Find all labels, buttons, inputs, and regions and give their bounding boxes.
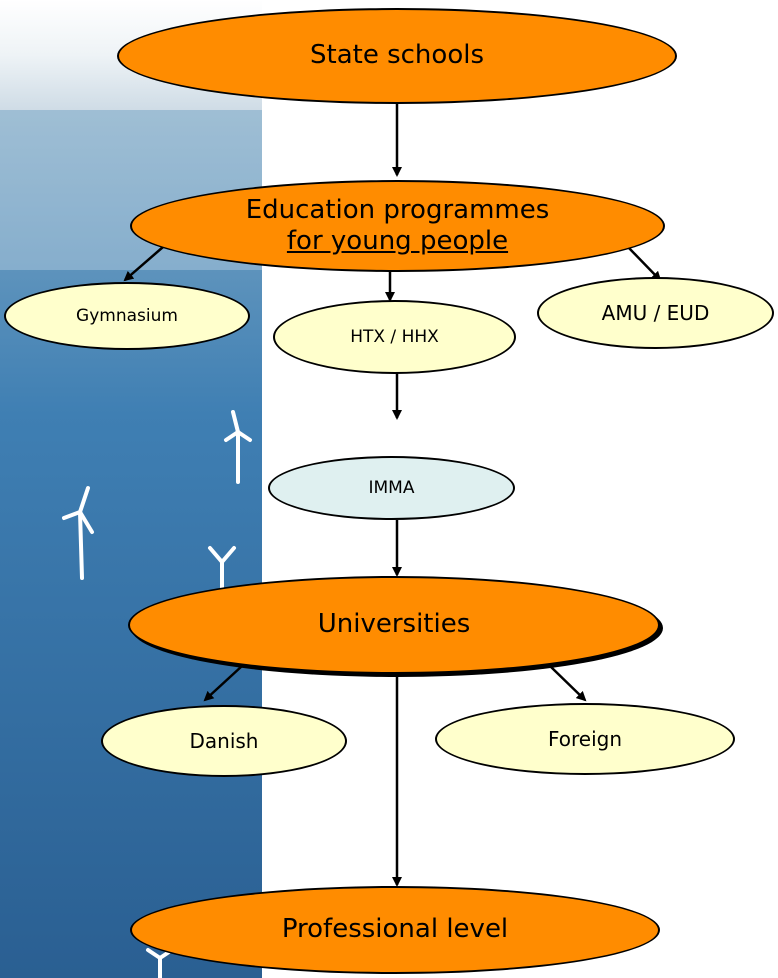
node-label-line-1: Education programmes bbox=[245, 194, 550, 225]
node-label: Foreign bbox=[547, 727, 623, 751]
node-professional-level: Professional level bbox=[130, 886, 660, 974]
wind-turbine-icon bbox=[224, 410, 252, 484]
node-universities: Universities bbox=[128, 576, 660, 674]
node-state-schools: State schools bbox=[117, 8, 677, 104]
node-amu-eud: AMU / EUD bbox=[537, 277, 774, 349]
node-foreign: Foreign bbox=[435, 703, 735, 775]
wind-turbine-icon bbox=[62, 486, 94, 580]
node-htx-hhx: HTX / HHX bbox=[273, 300, 516, 374]
node-label: Danish bbox=[189, 729, 259, 753]
node-label: Professional level bbox=[281, 914, 509, 945]
arrow-universities-to-danish bbox=[203, 665, 243, 702]
node-label: AMU / EUD bbox=[601, 301, 710, 325]
node-label: Gymnasium bbox=[76, 305, 178, 326]
node-label: IMMA bbox=[368, 477, 415, 498]
node-education-programmes: Education programmes for young people bbox=[130, 180, 665, 272]
node-label-line-2: for young people bbox=[286, 226, 509, 256]
arrow-education-to-gymnasium bbox=[123, 246, 164, 282]
arrow-education-to-amu bbox=[627, 246, 662, 282]
arrow-universities-to-foreign bbox=[549, 665, 587, 702]
node-label: Universities bbox=[317, 609, 471, 640]
node-label: HTX / HHX bbox=[350, 326, 439, 347]
node-gymnasium: Gymnasium bbox=[4, 282, 250, 350]
node-imma: IMMA bbox=[268, 456, 515, 520]
node-danish: Danish bbox=[101, 705, 347, 777]
node-label: State schools bbox=[310, 40, 484, 71]
node-label: Education programmes for young people bbox=[246, 195, 550, 257]
